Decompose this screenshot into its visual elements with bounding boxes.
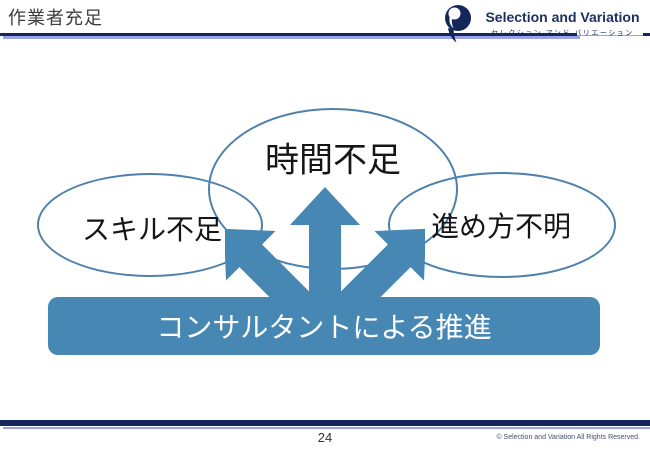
header-rule-cap <box>643 33 650 36</box>
footer-bar <box>0 420 650 426</box>
company-logo: Selection and Variation セレクション アンド バリエーシ… <box>441 2 646 44</box>
footer-bar-shadow <box>3 427 650 429</box>
logo-tagline: セレクション アンド バリエーション <box>491 30 634 37</box>
header-rule-dark <box>0 33 577 36</box>
solution-bar: コンサルタントによる推進 <box>48 297 600 355</box>
header-rule-thin <box>577 35 643 36</box>
header-rule-shadow <box>3 36 580 39</box>
slide-title: 作業者充足 <box>8 8 103 28</box>
logo-name: Selection and Variation <box>485 9 640 25</box>
bubble-method-ellipse <box>388 172 616 278</box>
page-number: 24 <box>317 430 333 445</box>
copyright-notice: © Selection and Variation All Rights Res… <box>496 434 640 441</box>
bubble-label-method: 進め方不明 <box>430 211 572 242</box>
logo-ball-icon <box>445 5 471 43</box>
bubble-label-time: 時間不足 <box>265 141 401 180</box>
bubble-label-skill: スキル不足 <box>81 214 223 245</box>
solution-label: コンサルタントによる推進 <box>156 312 492 343</box>
